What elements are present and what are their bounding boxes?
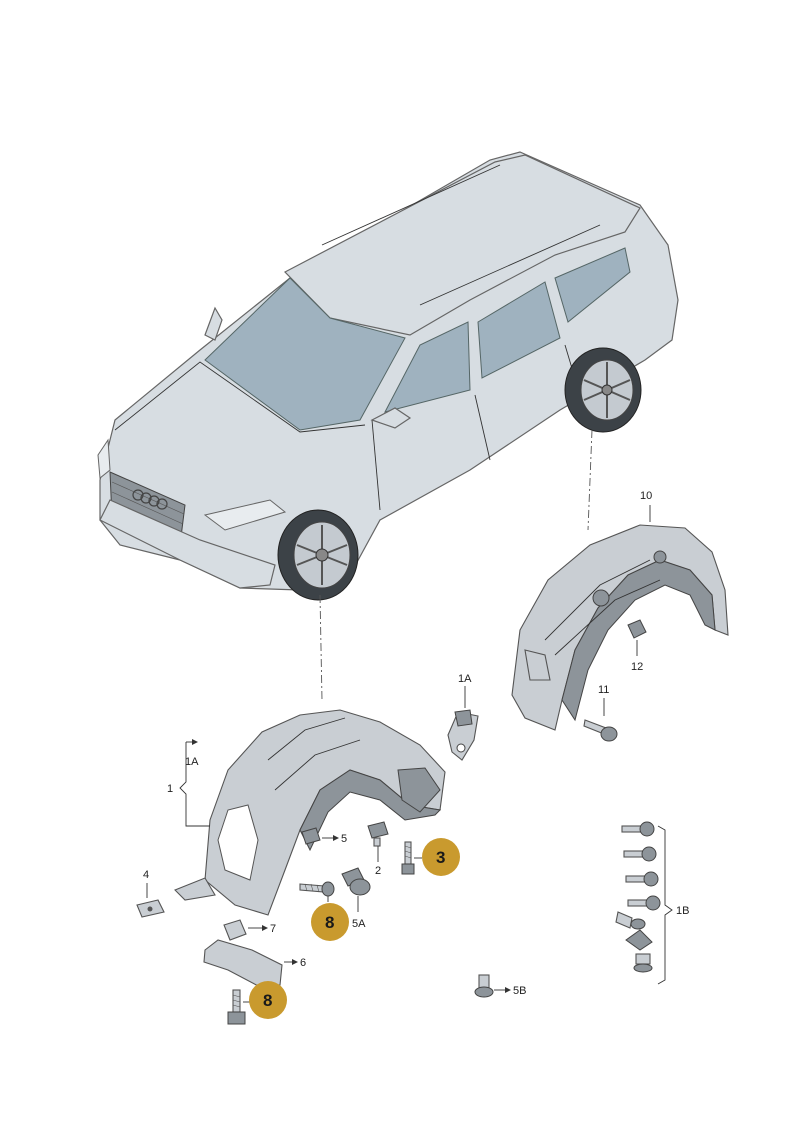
front-wheel-housing-liner [174, 709, 446, 916]
callout-1A-bracket: 1A [185, 756, 199, 768]
callout-7: 7 [270, 923, 276, 935]
front-door-window [384, 321, 471, 413]
fastener-1B-7 [633, 953, 653, 973]
fastener-1B-5 [615, 911, 646, 930]
fastener-1B-6 [625, 929, 653, 951]
windshield [204, 277, 406, 431]
badge-8-upper: 8 [311, 903, 349, 941]
fastener-1B-1 [621, 821, 655, 837]
badge-8-lower: 8 [249, 981, 287, 1019]
part-7-clip: 7 [223, 919, 276, 941]
callout-11: 11 [598, 684, 609, 696]
callout-1A-top: 1A [458, 673, 472, 685]
part-8-screw-lower [227, 989, 250, 1025]
side-mirror [370, 407, 412, 429]
callout-10: 10 [640, 490, 652, 502]
svg-text:3: 3 [436, 848, 445, 867]
rear-door-window [477, 281, 561, 379]
svg-text:8: 8 [325, 913, 334, 932]
callout-5A: 5A [352, 918, 366, 930]
callout-10-group: 10 [640, 490, 652, 522]
callout-5: 5 [341, 833, 347, 845]
part-2-clip: 2 [367, 821, 389, 877]
fastener-1B-4 [627, 895, 661, 911]
callout-4: 4 [143, 869, 149, 881]
part-1B-fastener-set: 1B [615, 821, 689, 985]
part-1A-clip: 1A [447, 673, 479, 761]
callout-12: 12 [631, 661, 643, 673]
brand-rings-logo [132, 489, 168, 510]
part-5-nut: 5 [301, 827, 347, 845]
fastener-1B-2 [623, 846, 657, 862]
svg-text:8: 8 [263, 991, 272, 1010]
callout-6: 6 [300, 957, 306, 969]
headlight [203, 499, 287, 531]
rear-wheel-housing-liner [511, 524, 729, 731]
rear-quarter-window [554, 247, 631, 323]
callout-1: 1 [167, 783, 173, 795]
part-5A-clip: 5A [341, 867, 371, 930]
callout-2: 2 [375, 865, 381, 877]
part-4-clip: 4 [136, 869, 165, 918]
part-12-nut: 12 [627, 619, 647, 673]
part-6-bracket: 6 [203, 939, 306, 989]
part-11-screw: 11 [583, 684, 618, 742]
vehicle-illustration [97, 151, 679, 701]
rear-wheel [564, 347, 642, 433]
part-3-screw [401, 841, 422, 875]
callout-1-bracket: 1 1A [167, 739, 210, 827]
fastener-1B-3 [625, 871, 659, 887]
front-wheel [277, 509, 359, 601]
part-8-screw-upper [299, 881, 335, 902]
callout-1B: 1B [676, 905, 689, 917]
badge-3: 3 [422, 838, 460, 876]
callout-5B: 5B [513, 985, 526, 997]
part-5B-clip: 5B [474, 974, 526, 998]
